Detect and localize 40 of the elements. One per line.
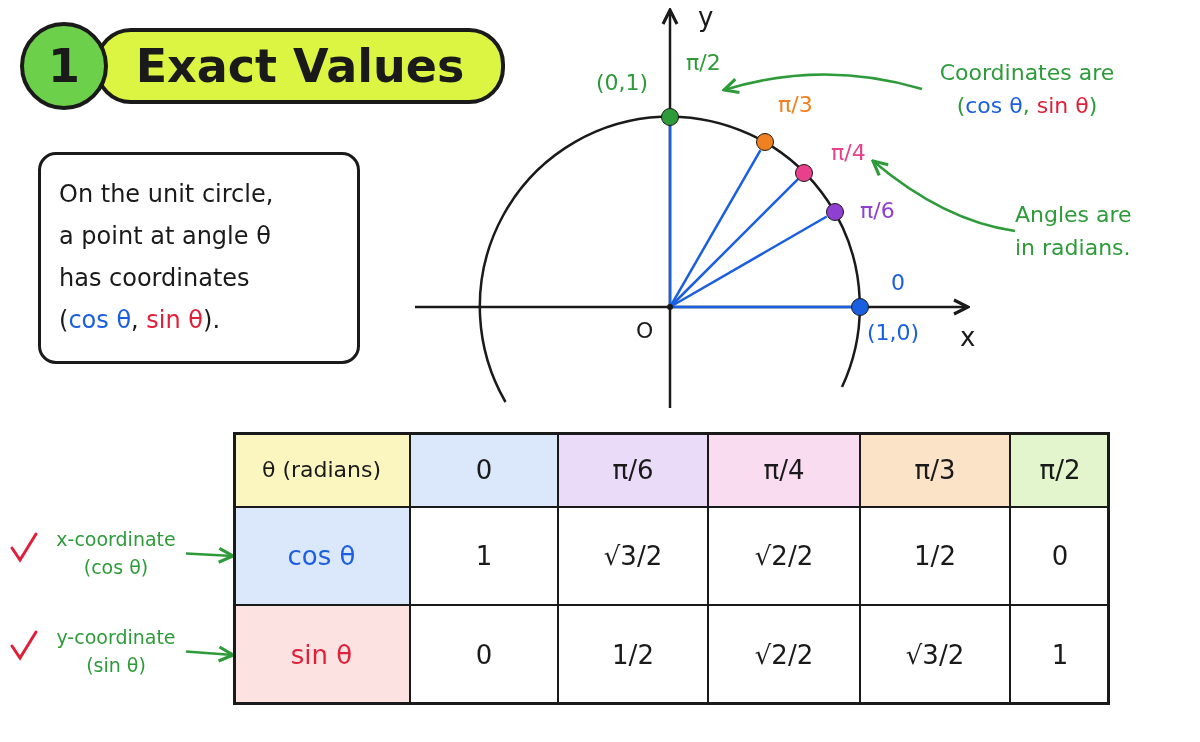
radius-line xyxy=(670,305,851,309)
table-cell: √3/2 xyxy=(558,507,708,605)
arrow xyxy=(871,159,1016,233)
angle-label: π/4 xyxy=(831,140,866,165)
axis-label: x xyxy=(960,322,976,352)
header-cell: π/4 xyxy=(708,432,860,507)
header-cell: 0 xyxy=(410,432,558,507)
arrow xyxy=(185,546,235,564)
arrow xyxy=(722,73,923,95)
radius-line xyxy=(668,126,672,307)
number-badge: 1 xyxy=(20,22,108,110)
row-header-cell: cos θ xyxy=(233,507,410,605)
table-cell: 1/2 xyxy=(860,507,1010,605)
table-cell: 1 xyxy=(1010,605,1110,705)
note-text: x-coordinate (cos θ) xyxy=(46,526,186,582)
table-cell: 1 xyxy=(410,507,558,605)
header-cell: π/3 xyxy=(860,432,1010,507)
header-cell: θ (radians) xyxy=(233,432,410,507)
angle-label: π/2 xyxy=(686,50,721,75)
angle-label: π/6 xyxy=(860,198,895,223)
coordinate-label: (0,1) xyxy=(596,70,649,95)
arrow xyxy=(185,645,235,663)
table-cell: 1/2 xyxy=(558,605,708,705)
origin-label: O xyxy=(636,318,654,343)
table-cell: √3/2 xyxy=(860,605,1010,705)
axis-label: y xyxy=(698,2,714,32)
note-text: y-coordinate (sin θ) xyxy=(46,624,186,680)
row-header-cell: sin θ xyxy=(233,605,410,705)
angle-label: π/3 xyxy=(778,92,813,117)
header-cell: π/6 xyxy=(558,432,708,507)
table-cell: √2/2 xyxy=(708,605,860,705)
callout-text: Angles are in radians. xyxy=(1015,198,1155,264)
info-card: On the unit circle, a point at angle θ has coordinates (cos θ, sin θ). xyxy=(38,152,360,364)
header-cell: π/2 xyxy=(1010,432,1110,507)
coordinate-label: (1,0) xyxy=(867,320,920,345)
table-cell: √2/2 xyxy=(708,507,860,605)
table-cell: 0 xyxy=(1010,507,1110,605)
angle-label: 0 xyxy=(891,270,905,295)
callout-text: Coordinates are (cos θ, sin θ) xyxy=(922,56,1132,122)
table-cell: 0 xyxy=(410,605,558,705)
